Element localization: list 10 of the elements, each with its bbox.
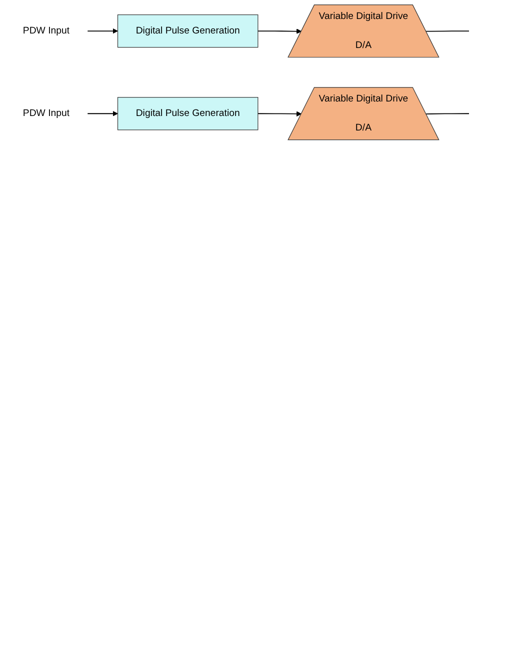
arrow bbox=[87, 110, 118, 116]
connector bbox=[426, 113, 470, 114]
arrow bbox=[257, 111, 302, 117]
arrow bbox=[87, 28, 118, 34]
node-text: PDW Input bbox=[22, 108, 70, 118]
node-box: Digital Pulse Generation bbox=[117, 14, 258, 48]
connector bbox=[426, 30, 470, 32]
node-text: PDW Input bbox=[22, 26, 70, 36]
arrow bbox=[257, 28, 302, 34]
node-box: Digital Pulse Generation bbox=[117, 97, 258, 130]
